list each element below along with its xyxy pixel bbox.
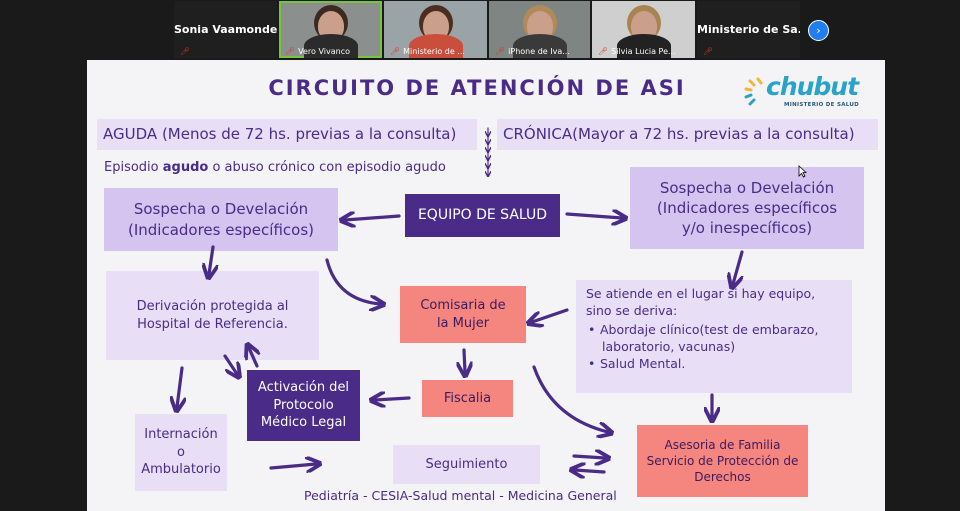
- muted-mic-icon: 🎤︎: [180, 47, 191, 56]
- cronica-header: CRÓNICA(Mayor a 72 hs. previas a la cons…: [497, 119, 878, 150]
- episodio-prefix: Episodio: [104, 160, 163, 175]
- atiende-list: Abordaje clínico(test de embarazo, labor…: [586, 322, 842, 373]
- arrow: [325, 258, 380, 304]
- asesoria-box: Asesoria de Familia Servicio de Protecci…: [637, 425, 808, 497]
- muted-mic-icon: 🎤︎: [703, 47, 714, 56]
- arrow: [532, 308, 569, 322]
- muted-mic-icon: 🎤︎: [495, 47, 506, 56]
- arrow: [249, 348, 257, 368]
- aguda-header: AGUDA (Menos de 72 hs. previas a la cons…: [97, 119, 477, 150]
- cursor-icon: [798, 165, 807, 178]
- activacion-box: Activación del Protocolo Médico Legal: [247, 370, 360, 441]
- sospecha-left-box: Sospecha o Develación (Indicadores espec…: [104, 188, 338, 251]
- slide-title: CIRCUITO DE ATENCIÓN DE ASI: [268, 76, 686, 100]
- participant-tile-2[interactable]: 🎤︎Vero Vivanco: [279, 1, 382, 58]
- episodio-text: Episodio agudo o abuso crónico con episo…: [104, 160, 446, 175]
- equipo-salud-box: EQUIPO DE SALUD: [405, 194, 560, 237]
- derivacion-box: Derivación protegida al Hospital de Refe…: [106, 271, 319, 360]
- sospecha-right-box: Sospecha o Develación (Indicadores espec…: [630, 167, 864, 249]
- participant-tile-3[interactable]: 🎤︎Ministerio de ...: [384, 1, 487, 58]
- participant-tile-5[interactable]: 🎤︎Silvia Lucia Pe...: [592, 1, 695, 58]
- episodio-bold: agudo: [162, 160, 209, 175]
- arrow: [345, 216, 401, 220]
- comisaria-box: Comisaria de la Mujer: [400, 286, 526, 343]
- seguimiento-box: Seguimiento: [393, 445, 540, 484]
- arrow: [375, 398, 411, 400]
- arrow: [575, 470, 606, 472]
- episodio-suffix: o abuso crónico con episodio agudo: [208, 160, 446, 175]
- participant-tile-6[interactable]: Ministerio de Sa... 🎤︎: [697, 1, 800, 58]
- muted-mic-icon: 🎤︎: [598, 47, 609, 56]
- participant-strip: Sonia Vaamonde 🎤︎ 🎤︎Vero Vivanco 🎤︎Minis…: [0, 0, 960, 60]
- arrow: [269, 464, 316, 468]
- participant-name: Ministerio de Sa...: [697, 23, 800, 36]
- chubut-logo: chubut MINISTERIO DE SALUD: [744, 70, 864, 114]
- cronica-label: CRÓNICA: [503, 125, 573, 144]
- atiende-item: Abordaje clínico(test de embarazo, labor…: [600, 322, 842, 356]
- participant-name: iPhone de Iva...: [508, 47, 570, 56]
- logo-subtitle: MINISTERIO DE SALUD: [784, 102, 860, 108]
- sun-logo-icon: [744, 77, 763, 106]
- muted-mic-icon: 🎤︎: [390, 47, 401, 56]
- flow-arrows: [87, 127, 744, 511]
- participant-tile-1[interactable]: Sonia Vaamonde 🎤︎: [174, 1, 277, 58]
- participant-name: Silvia Lucia Pe...: [611, 47, 676, 56]
- participant-name: Vero Vivanco: [298, 47, 350, 56]
- participant-tile-4[interactable]: 🎤︎iPhone de Iva...: [489, 1, 590, 58]
- arrow: [532, 365, 608, 432]
- logo-text: chubut: [766, 72, 859, 101]
- shared-slide: CIRCUITO DE ATENCIÓN DE ASI chubut MINIS…: [87, 60, 885, 511]
- internacion-box: Internación o Ambulatorio: [135, 414, 227, 491]
- arrow: [223, 354, 237, 374]
- arrow: [733, 250, 744, 284]
- arrow: [572, 456, 605, 458]
- participant-name: Sonia Vaamonde: [174, 23, 277, 36]
- arrow: [177, 366, 182, 407]
- aguda-detail: (Menos de 72 hs. previas a la consulta): [161, 125, 457, 144]
- atiende-intro: Se atiende en el lugar si hay equipo, si…: [586, 286, 816, 318]
- arrow: [209, 245, 213, 274]
- fiscalia-box: Fiscalia: [422, 380, 513, 417]
- arrow: [565, 214, 622, 218]
- footer-text: Pediatría - CESIA-Salud mental - Medicin…: [304, 488, 617, 503]
- arrow: [464, 348, 465, 372]
- muted-mic-icon: 🎤︎: [285, 47, 296, 56]
- atiende-item: Salud Mental.: [600, 356, 842, 373]
- participant-name: Ministerio de ...: [403, 47, 465, 56]
- atiende-box: Se atiende en el lugar si hay equipo, si…: [576, 280, 852, 393]
- aguda-label: AGUDA: [103, 125, 158, 144]
- chevron-right-icon[interactable]: ›: [808, 20, 829, 41]
- cronica-detail: (Mayor a 72 hs. previas a la consulta): [572, 125, 855, 144]
